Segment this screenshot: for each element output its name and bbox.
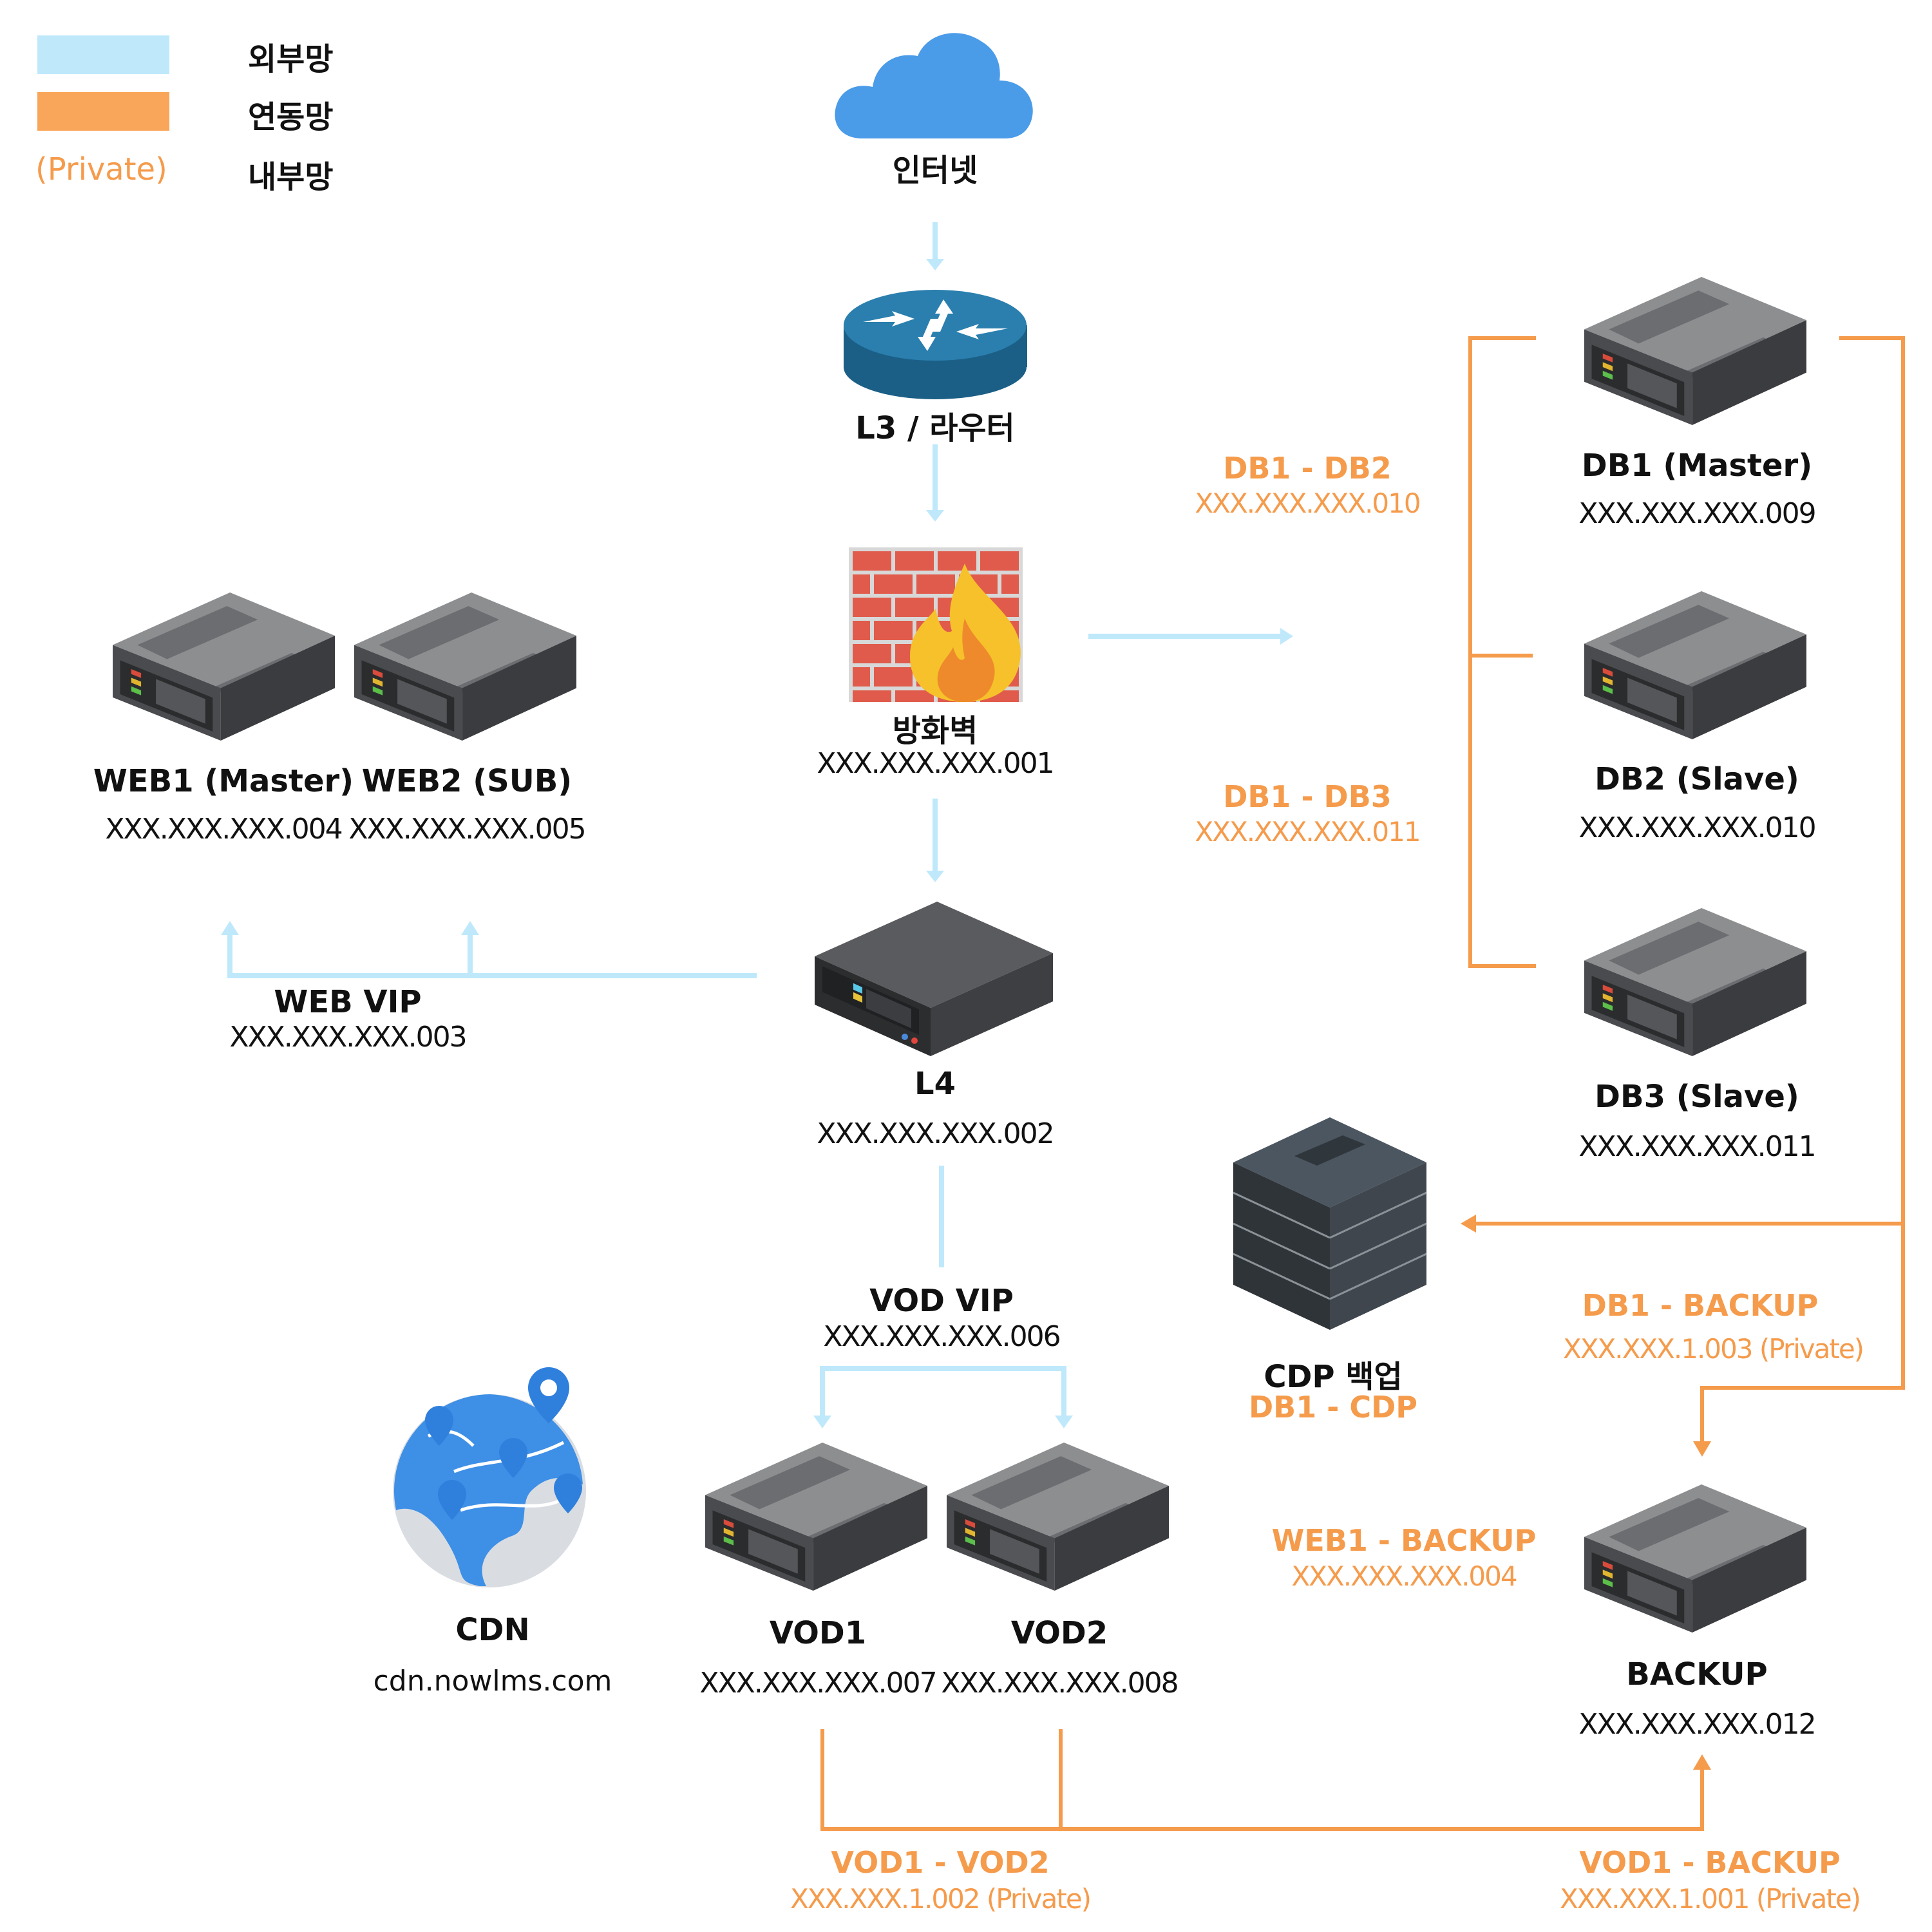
server-icon-web2 bbox=[354, 592, 576, 741]
vod1-name: VOD1 bbox=[769, 1615, 867, 1651]
cdp-name: CDP 백업 bbox=[1264, 1359, 1403, 1395]
link-db1-db3-ip: XXX.XXX.XXX.011 bbox=[1195, 816, 1421, 848]
link-vod1-vod2-ip: XXX.XXX.1.002 (Private) bbox=[790, 1883, 1092, 1915]
linked-lines bbox=[820, 336, 1905, 1831]
link-vod1-backup-ip: XXX.XXX.1.001 (Private) bbox=[1559, 1883, 1861, 1915]
vod2-ip: XXX.XXX.XXX.008 bbox=[941, 1667, 1179, 1700]
legend-internal-marker: (Private) bbox=[35, 151, 167, 187]
external-lines bbox=[227, 222, 1282, 1417]
web1-name: WEB1 (Master) bbox=[93, 763, 354, 799]
server-icon-db2 bbox=[1584, 591, 1806, 739]
cdn-host: cdn.nowlms.com bbox=[373, 1665, 612, 1698]
firewall-ip: XXX.XXX.XXX.001 bbox=[817, 747, 1054, 780]
legend-internal-label: 내부망 bbox=[248, 159, 334, 195]
db3-name: DB3 (Slave) bbox=[1595, 1079, 1799, 1115]
server-icon-web1 bbox=[113, 592, 335, 741]
cdn-name: CDN bbox=[455, 1612, 530, 1648]
router-icon bbox=[844, 290, 1027, 399]
legend-external-swatch bbox=[37, 35, 169, 74]
vod-vip-name: VOD VIP bbox=[869, 1283, 1014, 1319]
l4-switch-icon bbox=[815, 902, 1053, 1056]
server-icon-vod2 bbox=[947, 1443, 1169, 1591]
link-db1-db2-ip: XXX.XXX.XXX.010 bbox=[1195, 488, 1421, 519]
cdp-sub: DB1 - CDP bbox=[1248, 1390, 1418, 1425]
server-icon-backup bbox=[1584, 1484, 1806, 1633]
l4-ip: XXX.XXX.XXX.002 bbox=[817, 1117, 1054, 1150]
vod1-ip: XXX.XXX.XXX.007 bbox=[699, 1667, 937, 1700]
db1-name: DB1 (Master) bbox=[1581, 448, 1813, 484]
db2-ip: XXX.XXX.XXX.010 bbox=[1578, 811, 1816, 844]
web2-ip: XXX.XXX.XXX.005 bbox=[348, 813, 586, 846]
link-db1-backup-ip: XXX.XXX.1.003 (Private) bbox=[1562, 1333, 1864, 1365]
linked-arrowheads bbox=[1461, 1215, 1711, 1770]
link-web1-backup-name: WEB1 - BACKUP bbox=[1271, 1523, 1537, 1558]
vod2-name: VOD2 bbox=[1010, 1615, 1108, 1651]
web-vip-ip: XXX.XXX.XXX.003 bbox=[229, 1021, 467, 1054]
cloud-icon bbox=[835, 33, 1033, 138]
db1-ip: XXX.XXX.XXX.009 bbox=[1578, 497, 1816, 530]
globe-icon bbox=[393, 1367, 586, 1587]
storage-stack-icon bbox=[1233, 1117, 1427, 1330]
backup-ip: XXX.XXX.XXX.012 bbox=[1578, 1708, 1816, 1741]
legend-linked-swatch bbox=[37, 92, 169, 131]
backup-name: BACKUP bbox=[1626, 1656, 1768, 1692]
external-arrowheads bbox=[221, 259, 1293, 1428]
vod-vip-ip: XXX.XXX.XXX.006 bbox=[823, 1320, 1061, 1353]
link-db1-db2-name: DB1 - DB2 bbox=[1223, 451, 1392, 486]
firewall-name: 방화벽 bbox=[892, 713, 978, 749]
legend-linked-label: 연동망 bbox=[248, 99, 334, 135]
link-web1-backup-ip: XXX.XXX.XXX.004 bbox=[1291, 1560, 1517, 1592]
web2-name: WEB2 (SUB) bbox=[361, 763, 573, 799]
web-vip-name: WEB VIP bbox=[274, 984, 422, 1020]
link-db1-backup-name: DB1 - BACKUP bbox=[1582, 1288, 1819, 1323]
internet-name: 인터넷 bbox=[892, 153, 978, 189]
legend-external-label: 외부망 bbox=[248, 41, 334, 77]
server-icon-db3 bbox=[1584, 908, 1806, 1056]
link-vod1-backup-name: VOD1 - BACKUP bbox=[1579, 1845, 1841, 1880]
server-icon-db1 bbox=[1584, 277, 1806, 425]
db3-ip: XXX.XXX.XXX.011 bbox=[1578, 1130, 1816, 1163]
web1-ip: XXX.XXX.XXX.004 bbox=[105, 813, 343, 846]
server-icon-vod1 bbox=[705, 1443, 927, 1591]
link-db1-db3-name: DB1 - DB3 bbox=[1223, 779, 1392, 814]
db2-name: DB2 (Slave) bbox=[1595, 761, 1799, 797]
link-vod1-vod2-name: VOD1 - VOD2 bbox=[831, 1845, 1050, 1880]
router-name: L3 / 라우터 bbox=[855, 410, 1015, 446]
firewall-icon bbox=[849, 547, 1023, 702]
l4-name: L4 bbox=[914, 1066, 956, 1102]
